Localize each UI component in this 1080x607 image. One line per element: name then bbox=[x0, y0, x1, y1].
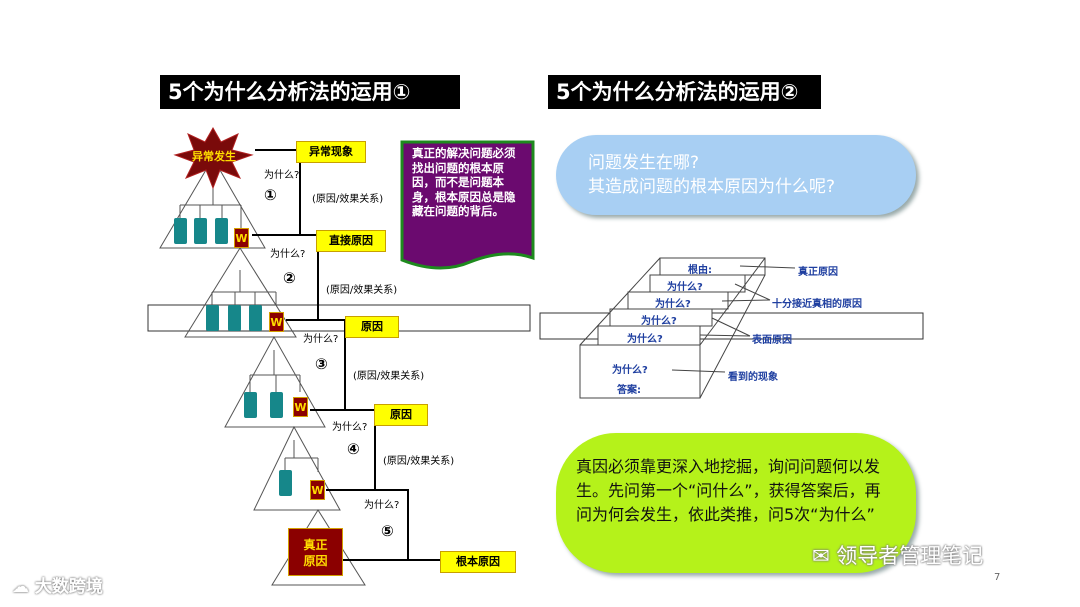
label-direct-cause: 直接原因 bbox=[316, 230, 386, 252]
teal-block bbox=[279, 470, 292, 496]
stair-why-5: 为什么? bbox=[612, 365, 648, 376]
question-bubble: 问题发生在哪? 其造成问题的根本原因为什么呢? bbox=[556, 135, 916, 215]
summary-text: 真因必须靠更深入地挖掘，询问问题何以发生。先问第一个“问什么”，获得答案后，再问… bbox=[576, 457, 881, 524]
step-1: ① bbox=[264, 186, 277, 204]
annotation-true-cause: 真正原因 bbox=[798, 267, 838, 278]
teal-block bbox=[174, 218, 187, 244]
why-5: 为什么? bbox=[364, 500, 400, 511]
teal-block bbox=[244, 392, 257, 418]
teal-block bbox=[194, 218, 207, 244]
stair-why-1: 为什么? bbox=[667, 282, 703, 293]
label-cause-1: 原因 bbox=[345, 316, 399, 338]
stair-why-4: 为什么? bbox=[627, 334, 663, 345]
question-text: 问题发生在哪? 其造成问题的根本原因为什么呢? bbox=[588, 153, 836, 197]
step-2: ② bbox=[283, 269, 296, 287]
why-4: 为什么? bbox=[332, 422, 368, 433]
w-box: W bbox=[269, 312, 284, 332]
w-box: W bbox=[310, 480, 325, 500]
why-3: 为什么? bbox=[303, 334, 339, 345]
w-box: W bbox=[234, 228, 249, 248]
watermark-right-text: 领导者管理笔记 bbox=[836, 544, 984, 568]
stair-why-2: 为什么? bbox=[655, 299, 691, 310]
why-1: 为什么? bbox=[264, 170, 300, 181]
relation-4: (原因/效果关系) bbox=[383, 456, 455, 467]
w-box: W bbox=[293, 397, 308, 417]
watermark-logo-icon: ☁ bbox=[12, 577, 35, 597]
relation-3: (原因/效果关系) bbox=[353, 371, 425, 382]
step-3: ③ bbox=[315, 355, 328, 373]
chat-bubble-icon: ✉ bbox=[812, 544, 837, 568]
teal-block bbox=[206, 305, 219, 331]
watermark-right: ✉ 领导者管理笔记 bbox=[812, 540, 983, 570]
relation-2: (原因/效果关系) bbox=[326, 285, 398, 296]
root-cause-note: 真正的解决问题必须找出问题的根本原因，而不是问题本身，根本原因总是隐藏在问题的背… bbox=[412, 146, 516, 218]
true-cause-box: 真正 原因 bbox=[288, 528, 343, 576]
page-number: 7 bbox=[994, 572, 1001, 583]
annotation-close-cause: 十分接近真相的原因 bbox=[772, 299, 862, 310]
stair-why-3: 为什么? bbox=[641, 316, 677, 327]
stair-answer: 答案: bbox=[617, 385, 641, 396]
label-abnormal: 异常现象 bbox=[296, 141, 366, 163]
watermark-left: ☁ 大数跨境 bbox=[12, 572, 103, 597]
teal-block bbox=[249, 305, 262, 331]
teal-block bbox=[270, 392, 283, 418]
watermark-left-text: 大数跨境 bbox=[34, 577, 103, 597]
left-title: 5个为什么分析法的运用① bbox=[160, 75, 460, 109]
label-root-cause: 根本原因 bbox=[440, 551, 516, 573]
label-cause-2: 原因 bbox=[374, 404, 428, 426]
stair-root-reason: 根由: bbox=[688, 265, 712, 276]
teal-block bbox=[215, 218, 228, 244]
step-5: ⑤ bbox=[381, 522, 394, 540]
relation-1: (原因/效果关系) bbox=[312, 194, 384, 205]
right-title: 5个为什么分析法的运用② bbox=[548, 75, 821, 109]
why-2: 为什么? bbox=[270, 249, 306, 260]
summary-bubble: 真因必须靠更深入地挖掘，询问问题何以发生。先问第一个“问什么”，获得答案后，再问… bbox=[556, 433, 916, 573]
abnormal-burst-label: 异常发生 bbox=[192, 150, 236, 163]
annotation-seen-phenomenon: 看到的现象 bbox=[728, 372, 778, 383]
step-4: ④ bbox=[347, 440, 360, 458]
annotation-surface-cause: 表面原因 bbox=[752, 335, 792, 346]
teal-block bbox=[228, 305, 241, 331]
